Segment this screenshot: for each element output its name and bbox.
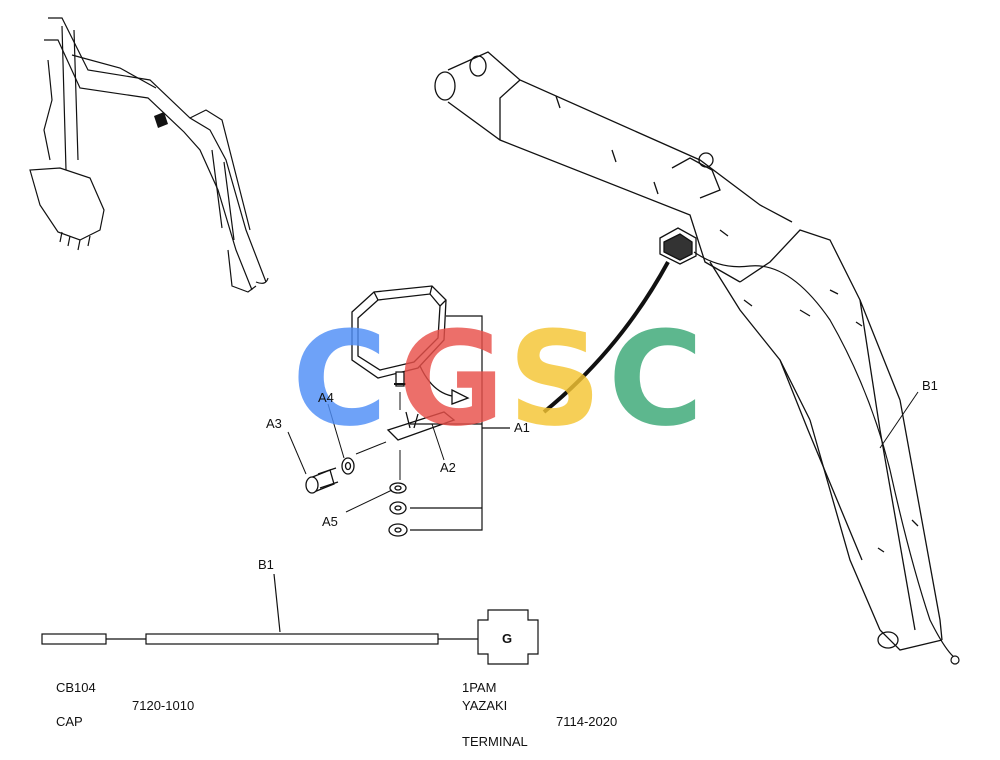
callout-a3: A3 [266, 416, 282, 431]
callout-b1-boom: B1 [922, 378, 938, 393]
bolt-a3 [305, 467, 339, 494]
left-part-number: CB104 [56, 680, 96, 695]
excavator-overview [29, 17, 269, 293]
right-part-number: 1PAM [462, 680, 496, 695]
right-part-maker: YAZAKI [462, 698, 507, 713]
washers-a5 [388, 482, 408, 537]
boom-assembly [434, 51, 943, 651]
lamp-assembly [351, 285, 470, 405]
boom-harness-wire [693, 251, 960, 665]
bracket-a2 [386, 411, 456, 441]
callout-a4: A4 [318, 390, 334, 405]
connector-letter: G [502, 631, 512, 646]
callout-b1-harness: B1 [258, 557, 274, 572]
watermark-letter-4: C [608, 303, 703, 455]
callout-leaders [287, 391, 919, 513]
callout-a2: A2 [440, 460, 456, 475]
a1-leader-bracket [410, 315, 510, 531]
callout-a1: A1 [514, 420, 530, 435]
callout-a5: A5 [322, 514, 338, 529]
assembly-centerlines [355, 392, 401, 480]
watermark-letter-2: G [398, 303, 505, 455]
watermark-letter-1: C [292, 303, 387, 455]
watermark-letter-3: S [508, 303, 602, 455]
right-part-description: TERMINAL [462, 734, 528, 749]
left-part-code: 7120-1010 [132, 698, 194, 713]
washer-a4 [341, 457, 355, 475]
right-part-code: 7114-2020 [556, 714, 617, 729]
harness-b1 [41, 573, 539, 665]
watermark: C G S C [292, 303, 703, 455]
boom-work-light [659, 227, 697, 265]
detail-leader-line [542, 261, 670, 414]
connector-location-mark [154, 112, 168, 128]
left-part-description: CAP [56, 714, 83, 729]
